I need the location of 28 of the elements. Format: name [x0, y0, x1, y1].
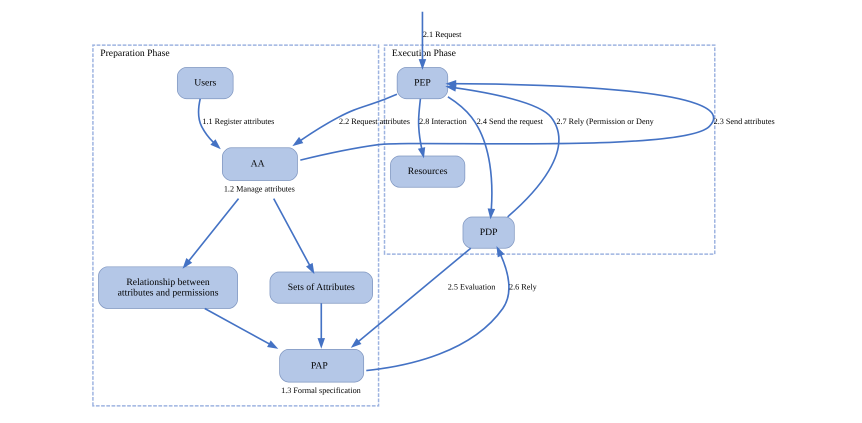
arrow: [273, 198, 314, 274]
arrow: [447, 96, 496, 220]
node-box: Users: [176, 67, 234, 100]
edge-label: 2.4 Send the request: [476, 116, 543, 126]
node-box: PEP: [396, 67, 448, 100]
edge-label: 2.7 Rely (Permission or Deny: [556, 116, 654, 126]
arrow: [350, 248, 472, 348]
arrow: [198, 98, 221, 150]
edge-label: 2.2 Request attributes: [338, 116, 410, 126]
node-box: PDP: [462, 216, 515, 249]
arrow: [182, 198, 240, 269]
arrow: [418, 12, 426, 70]
arrow: [418, 98, 426, 158]
arrow: [366, 246, 510, 372]
edge-label: 2.1 Request: [422, 30, 462, 39]
node-box: Relationship between attributes and permissions: [98, 266, 238, 309]
node-box: Resources: [390, 156, 466, 188]
edge-label: 2.8 Interaction: [419, 116, 467, 126]
arrow: [292, 94, 398, 146]
arrow: [204, 308, 278, 349]
node-label: 1.3 Formal specification: [281, 386, 361, 396]
edge-label: 2.5 Evaluation: [448, 282, 496, 292]
edge-label: 2.3 Send attributes: [714, 116, 775, 126]
edge-label: 1.1 Register attributes: [202, 116, 274, 126]
arrow: [318, 303, 326, 349]
arrow: [300, 80, 714, 161]
node-label: 1.2 Manage attributes: [224, 184, 295, 194]
node-box: Sets of Attributes: [270, 272, 373, 304]
